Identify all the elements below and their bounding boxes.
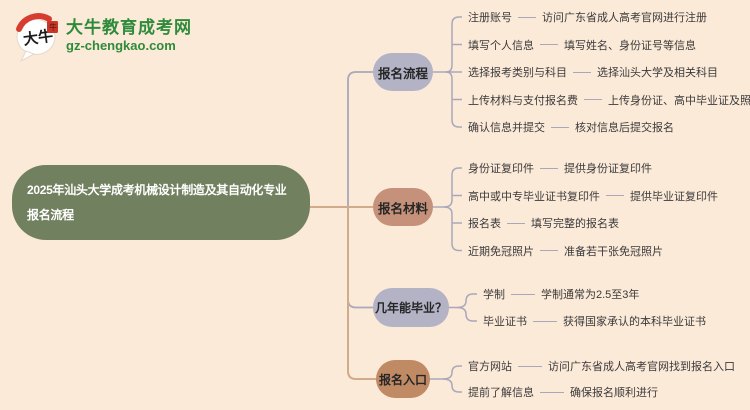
sub-item-desc: 提供毕业证复印件 <box>630 190 718 203</box>
logo-link[interactable]: 大牛 牛 大牛教育成考网 gz-chengkao.com <box>14 10 192 62</box>
line-to-branch-entrance <box>347 207 377 380</box>
sub-item-desc: 填写完整的报名表 <box>531 218 619 230</box>
logo-title: 大牛教育成考网 <box>66 17 192 37</box>
connector-dash <box>551 126 569 128</box>
root-topic-node: 2025年汕头大学成考机械设计制造及其自动化专业报名流程 <box>12 165 310 240</box>
sub-item-row: 毕业证书 获得国家承认的本科毕业证书 <box>483 310 706 332</box>
sub-item-label: 上传材料与支付报名费 <box>468 94 578 107</box>
connector-dash <box>518 16 536 18</box>
branch-node-materials: 报名材料 <box>373 188 433 226</box>
connector-dash <box>518 365 542 367</box>
sub-item-row: 学制 学制通常为2.5至3年 <box>483 283 639 305</box>
sub-item-desc: 访问广东省成人高考官网进行注册 <box>542 12 707 24</box>
sub-item-row: 近期免冠照片 准备若干张免冠照片 <box>468 240 663 262</box>
sub-item-row: 官方网站 访问广东省成人高考官网找到报名入口 <box>468 355 735 377</box>
sub-item-desc: 提供身份证复印件 <box>564 163 652 175</box>
sub-item-brackets <box>430 16 477 393</box>
line-to-branch-process <box>347 71 373 207</box>
sub-item-desc: 学制通常为2.5至3年 <box>541 289 640 301</box>
sub-item-row: 注册账号 访问广东省成人高考官网进行注册 <box>468 6 707 28</box>
branch-node-entrance: 报名入口 <box>376 360 430 398</box>
connector-dash <box>540 167 558 169</box>
branch-node-process: 报名流程 <box>373 53 433 91</box>
sub-item-row: 填写个人信息 填写姓名、身份证号等信息 <box>468 34 696 56</box>
svg-text:大牛: 大牛 <box>22 27 54 49</box>
sub-item-row: 报名表 填写完整的报名表 <box>468 212 619 234</box>
sub-item-label: 注册账号 <box>468 12 512 24</box>
sub-item-row: 选择报考类别与科目 选择汕头大学及相关科目 <box>468 61 718 83</box>
sub-item-label: 报名表 <box>468 218 501 230</box>
branch-node-graduate: 几年能毕业？ <box>373 288 449 327</box>
sub-item-desc: 访问广东省成人高考官网找到报名入口 <box>548 361 735 373</box>
sub-item-label: 毕业证书 <box>483 316 527 328</box>
connector-dash <box>573 71 591 73</box>
logo-url: gz-chengkao.com <box>66 38 176 54</box>
connector-dash <box>540 44 558 45</box>
sub-item-label: 确认信息并提交 <box>468 122 545 134</box>
sub-item-label: 选择报考类别与科目 <box>468 67 567 79</box>
daniu-bubble-icon: 大牛 牛 <box>16 13 58 62</box>
sub-item-label: 提前了解信息 <box>468 387 534 399</box>
connector-dash <box>511 293 535 295</box>
sub-item-desc: 获得国家承认的本科毕业证书 <box>563 316 706 328</box>
sub-item-label: 学制 <box>483 289 505 301</box>
connector-dash <box>540 250 558 251</box>
sub-item-row: 上传材料与支付报名费 上传身份证、高中毕业证及照片 <box>468 89 750 111</box>
sub-item-label: 身份证复印件 <box>468 163 534 175</box>
connector-dash <box>584 99 602 100</box>
sub-item-desc: 核对信息后提交报名 <box>575 122 674 134</box>
sub-item-label: 近期免冠照片 <box>468 245 534 258</box>
sub-item-label: 填写个人信息 <box>468 39 534 52</box>
svg-text:牛: 牛 <box>49 22 57 32</box>
sub-item-row: 确认信息并提交 核对信息后提交报名 <box>468 116 674 138</box>
connector-dash <box>606 195 624 196</box>
sub-item-row: 提前了解信息 确保报名顺利进行 <box>468 381 658 403</box>
sub-item-row: 高中或中专毕业证书复印件 提供毕业证复印件 <box>468 185 718 207</box>
sub-item-desc: 选择汕头大学及相关科目 <box>597 67 718 79</box>
connector-dash <box>540 391 564 393</box>
sub-item-label: 官方网站 <box>468 361 512 373</box>
root-topic-title: 2025年汕头大学成考机械设计制造及其自动化专业报名流程 <box>27 182 287 222</box>
sub-item-desc: 填写姓名、身份证号等信息 <box>564 39 696 52</box>
sub-item-row: 身份证复印件 提供身份证复印件 <box>468 157 652 179</box>
sub-item-label: 高中或中专毕业证书复印件 <box>468 190 600 203</box>
sub-item-desc: 上传身份证、高中毕业证及照片 <box>608 94 750 107</box>
sub-item-desc: 准备若干张免冠照片 <box>564 245 663 258</box>
sub-item-desc: 确保报名顺利进行 <box>570 387 658 399</box>
connector-dash <box>507 222 525 224</box>
connector-dash <box>533 320 557 322</box>
line-to-branch-graduate <box>347 207 373 309</box>
